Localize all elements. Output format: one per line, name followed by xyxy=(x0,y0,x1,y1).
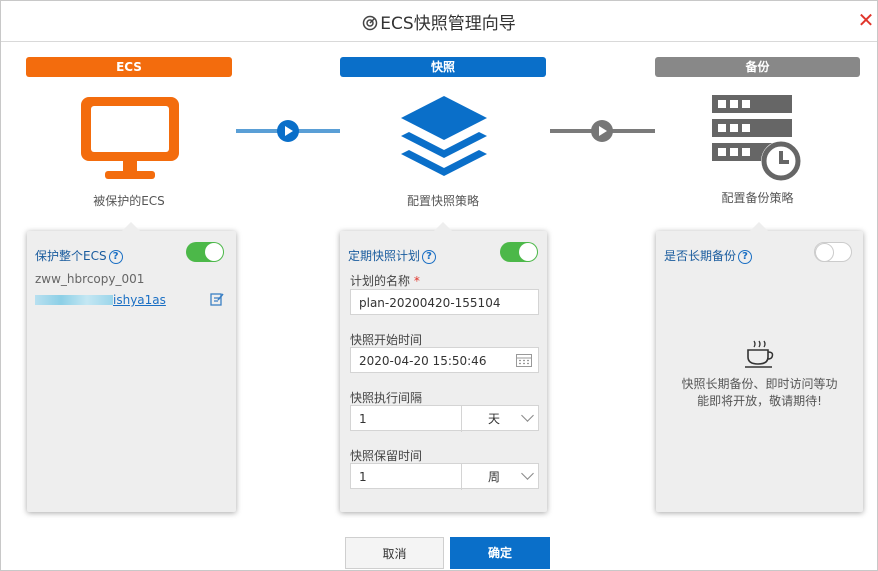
step-connector-2 xyxy=(550,120,655,142)
retention-value: 1 xyxy=(359,470,367,484)
dialog-title-text: ECS快照管理向导 xyxy=(380,14,516,34)
plan-name-label: 计划的名称 * xyxy=(350,272,420,289)
cancel-button[interactable]: 取消 xyxy=(345,537,444,569)
long-term-backup-toggle[interactable] xyxy=(814,242,852,262)
step-caption-backup: 配置备份策略 xyxy=(721,191,794,205)
step-connector-1 xyxy=(236,120,340,142)
coming-soon-line2: 能即将开放，敬请期待! xyxy=(697,394,822,408)
backup-policy-card: 是否长期备份? 快照长期备份、即时访问等功 能即将开放，敬请期待! xyxy=(656,222,863,512)
redacted-block xyxy=(35,295,113,305)
dialog-titlebar: ECS快照管理向导 ✕ xyxy=(1,1,877,42)
protect-whole-ecs-toggle[interactable] xyxy=(186,242,224,262)
plan-name-input[interactable]: plan-20200420-155104 xyxy=(350,289,539,315)
chevron-down-icon xyxy=(521,467,534,480)
server-clock-icon xyxy=(712,95,801,181)
snapshot-logo-icon xyxy=(363,15,378,31)
instance-link[interactable]: ishya1as xyxy=(113,293,166,307)
retention-label: 快照保留时间 xyxy=(350,449,423,463)
start-time-input[interactable]: 2020-04-20 15:50:46 xyxy=(350,347,539,373)
edit-icon[interactable] xyxy=(210,292,224,306)
snapshot-card-head: 定期快照计划? xyxy=(348,247,437,264)
step-caption-ecs: 被保护的ECS xyxy=(93,194,165,208)
interval-unit-select[interactable]: 天 xyxy=(461,406,540,432)
play-icon xyxy=(591,120,613,142)
step-pill-ecs: ECS xyxy=(26,57,232,77)
retention-unit-select[interactable]: 周 xyxy=(461,464,540,490)
required-mark: * xyxy=(413,274,420,288)
long-term-backup-label: 是否长期备份 xyxy=(664,249,737,263)
coming-soon-line1: 快照长期备份、即时访问等功 xyxy=(681,377,838,391)
interval-value: 1 xyxy=(359,412,367,426)
start-time-value: 2020-04-20 15:50:46 xyxy=(359,354,487,368)
interval-input[interactable]: 1 天 xyxy=(350,405,540,432)
chevron-down-icon xyxy=(521,409,534,422)
ecs-card-head: 保护整个ECS? xyxy=(35,247,123,264)
help-icon[interactable]: ? xyxy=(738,250,753,264)
layers-icon xyxy=(401,96,487,176)
calendar-icon[interactable] xyxy=(516,354,532,367)
dialog-title: ECS快照管理向导 xyxy=(1,9,877,34)
coffee-cup-icon xyxy=(745,340,774,368)
play-icon xyxy=(277,120,299,142)
scheduled-snapshot-toggle[interactable] xyxy=(500,242,538,262)
interval-unit: 天 xyxy=(488,412,501,426)
ecs-protection-card: 保护整个ECS? zww_hbrcopy_001 ishya1as xyxy=(27,222,236,512)
confirm-button[interactable]: 确定 xyxy=(450,537,550,569)
backup-card-head: 是否长期备份? xyxy=(664,247,753,264)
snapshot-policy-card: 定期快照计划? 计划的名称 * plan-20200420-155104 快照开… xyxy=(340,222,547,512)
retention-input[interactable]: 1 周 xyxy=(350,463,540,490)
help-icon[interactable]: ? xyxy=(108,250,123,264)
step-pill-backup: 备份 xyxy=(655,57,860,77)
monitor-icon xyxy=(81,97,179,179)
step-caption-snapshot: 配置快照策略 xyxy=(406,194,479,208)
start-time-label: 快照开始时间 xyxy=(350,333,423,347)
instance-name: zww_hbrcopy_001 xyxy=(35,272,145,286)
help-icon[interactable]: ? xyxy=(422,250,437,264)
instance-link-row: ishya1as xyxy=(35,293,166,307)
retention-unit: 周 xyxy=(488,470,501,484)
coming-soon-text: 快照长期备份、即时访问等功 能即将开放，敬请期待! xyxy=(656,376,863,410)
step-pill-snapshot: 快照 xyxy=(340,57,546,77)
protect-whole-ecs-label: 保护整个ECS xyxy=(35,249,107,263)
scheduled-snapshot-label: 定期快照计划 xyxy=(348,249,421,263)
plan-name-label-text: 计划的名称 xyxy=(350,274,411,288)
interval-label: 快照执行间隔 xyxy=(350,391,423,405)
close-icon[interactable]: ✕ xyxy=(857,8,875,32)
